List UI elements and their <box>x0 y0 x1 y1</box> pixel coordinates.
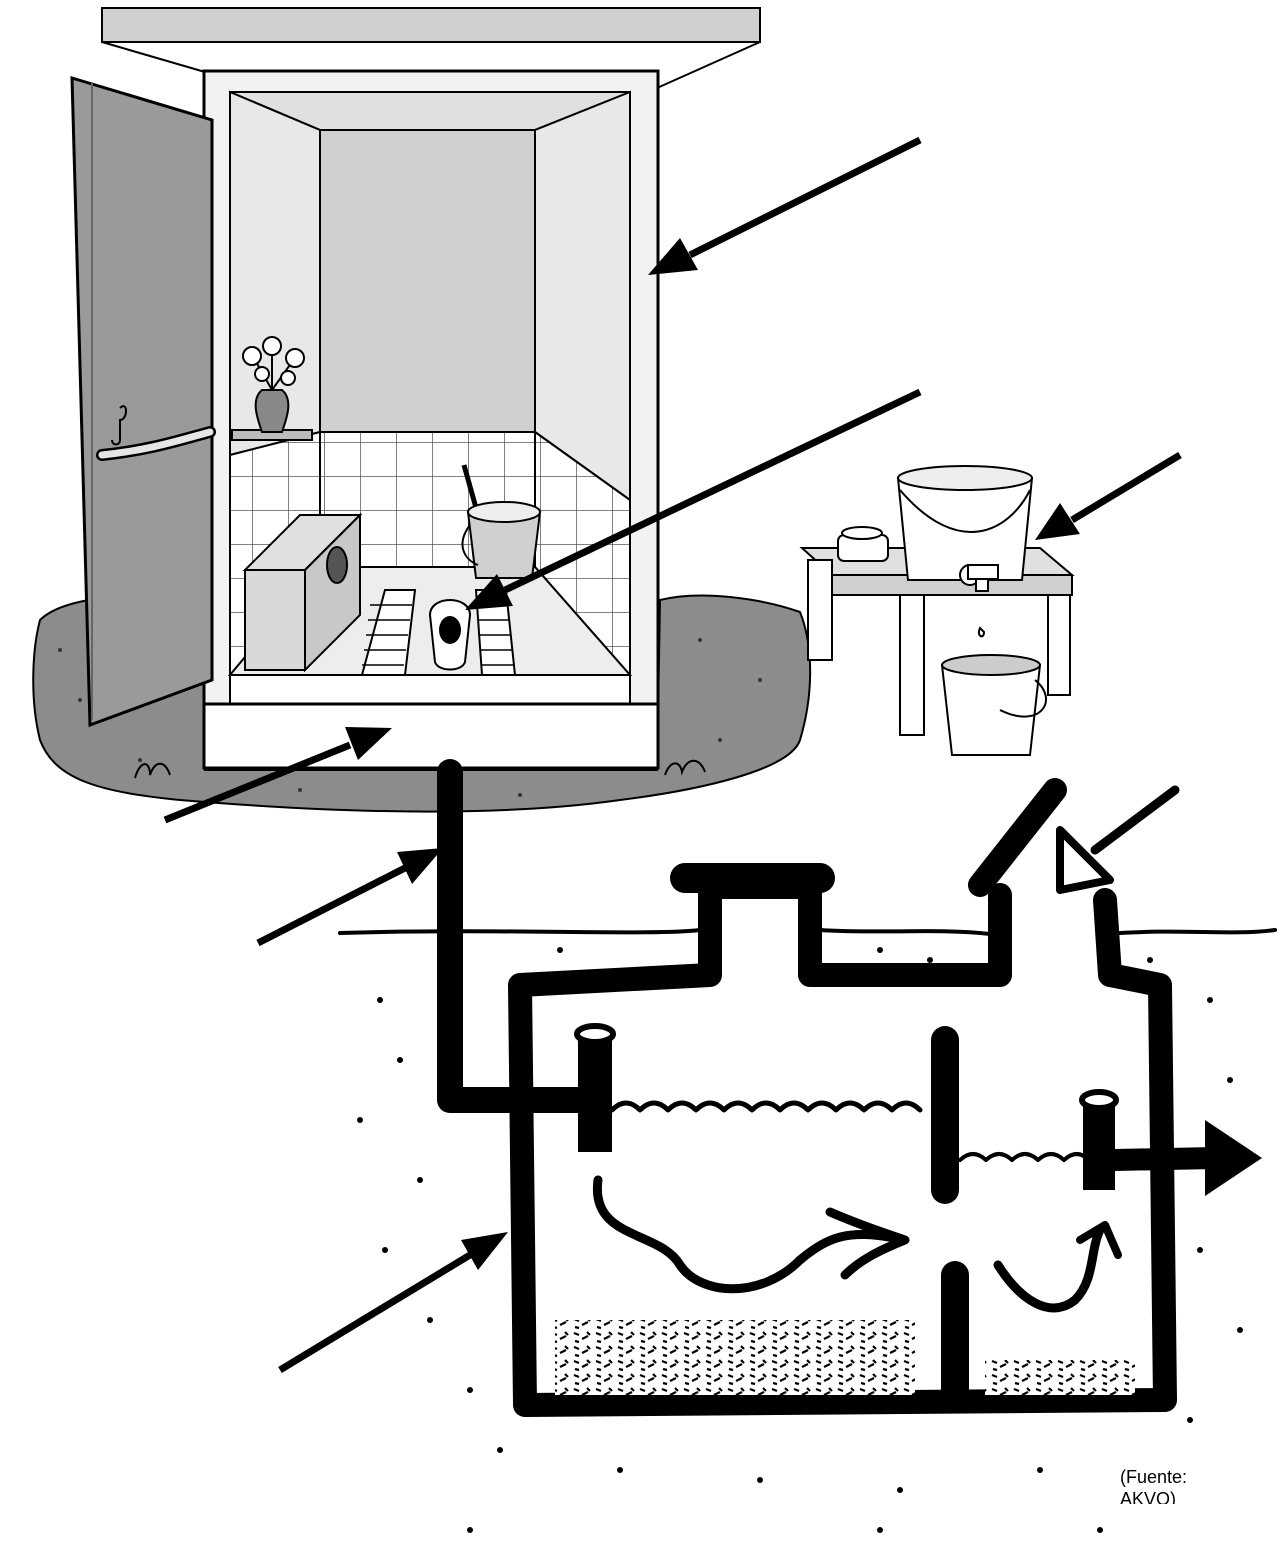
roof <box>101 7 761 43</box>
source-caption-line-1: (Fuente: <box>1120 1467 1188 1487</box>
soap-icon <box>837 526 889 562</box>
open-door <box>70 75 216 728</box>
pointer-arrows <box>163 136 1182 1373</box>
arrow-to-slab <box>163 727 392 824</box>
arrow-to-pipe <box>256 848 443 947</box>
source-caption-line-2: AKVO) <box>1120 1489 1177 1504</box>
flower-vase-icon <box>231 336 313 441</box>
squat-toilet <box>360 589 517 676</box>
arrow-to-squat-pan <box>465 388 922 610</box>
handwashing-station <box>799 465 1075 756</box>
septic-tank <box>338 759 1277 1417</box>
arrow-to-tank <box>278 1232 508 1373</box>
arrow-to-cabin-wall <box>648 136 922 275</box>
back-wall <box>319 129 536 433</box>
water-storage-box <box>242 512 363 673</box>
faucet-icon <box>959 564 999 592</box>
source-caption: (Fuente: AKVO) <box>1120 1466 1240 1504</box>
floor-slab <box>202 702 660 770</box>
soil-specks <box>357 947 1243 1533</box>
ground-specks <box>58 638 762 797</box>
arrow-to-hand-washing <box>1035 452 1182 540</box>
